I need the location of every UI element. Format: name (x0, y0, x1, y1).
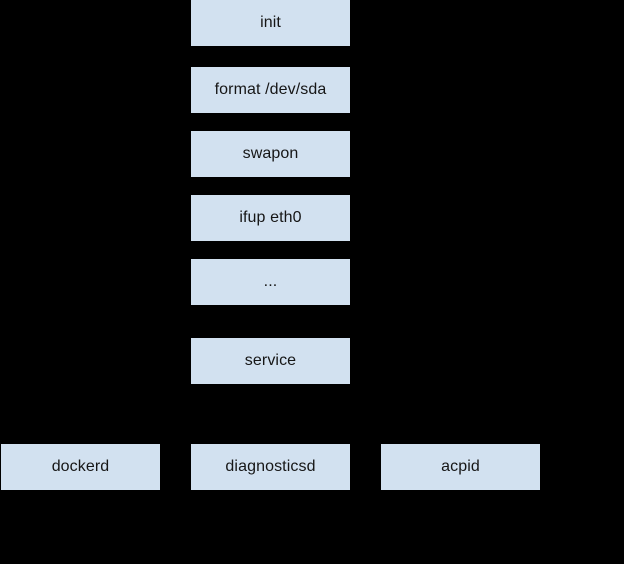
node-service-label: service (244, 352, 297, 369)
node-format-dev-sda[interactable]: format /dev/sda (191, 67, 350, 113)
node-init[interactable]: init (191, 0, 350, 46)
node-dockerd[interactable]: dockerd (1, 444, 160, 490)
node-diagnosticsd-label: diagnosticsd (225, 458, 316, 475)
node-service[interactable]: service (191, 338, 350, 384)
node-swapon-label: swapon (242, 145, 299, 162)
node-init-label: init (260, 14, 281, 31)
node-dockerd-label: dockerd (51, 458, 110, 475)
node-acpid-label: acpid (441, 458, 480, 475)
node-ifup-eth0-label: ifup eth0 (239, 209, 302, 226)
node-ifup-eth0[interactable]: ifup eth0 (191, 195, 350, 241)
node-format-dev-sda-label: format /dev/sda (214, 81, 327, 98)
node-swapon[interactable]: swapon (191, 131, 350, 177)
node-diagnosticsd[interactable]: diagnosticsd (191, 444, 350, 490)
node-ellipsis[interactable]: ... (191, 259, 350, 305)
node-ellipsis-label: ... (263, 273, 278, 290)
node-acpid[interactable]: acpid (381, 444, 540, 490)
